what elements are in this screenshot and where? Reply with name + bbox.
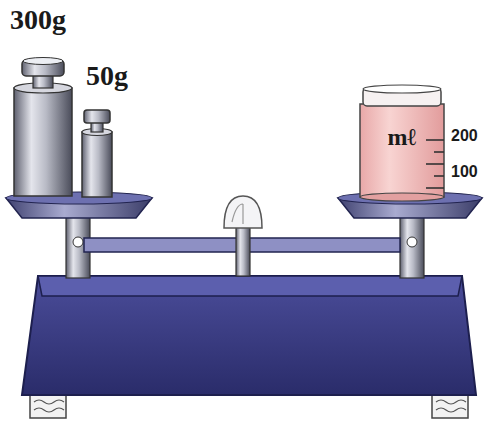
graduation-number-holder: 200 <box>451 127 478 145</box>
graduation-number-holder: 100 <box>451 163 478 181</box>
unit-label: mℓ <box>388 124 417 151</box>
graduation-number: 200 <box>451 127 478 145</box>
graduation-number: 100 <box>451 163 478 181</box>
weight-label-holder: 300g <box>10 4 66 36</box>
weight-50 <box>82 110 112 197</box>
beaker <box>360 85 444 201</box>
weight-label-holder: 50g <box>86 60 128 92</box>
unit-label-holder: mℓ <box>388 124 417 151</box>
weight-300 <box>14 58 72 197</box>
weight-label: 300g <box>10 4 66 36</box>
weight-label: 50g <box>86 60 128 92</box>
pans <box>6 192 482 218</box>
scale-base <box>22 276 476 395</box>
